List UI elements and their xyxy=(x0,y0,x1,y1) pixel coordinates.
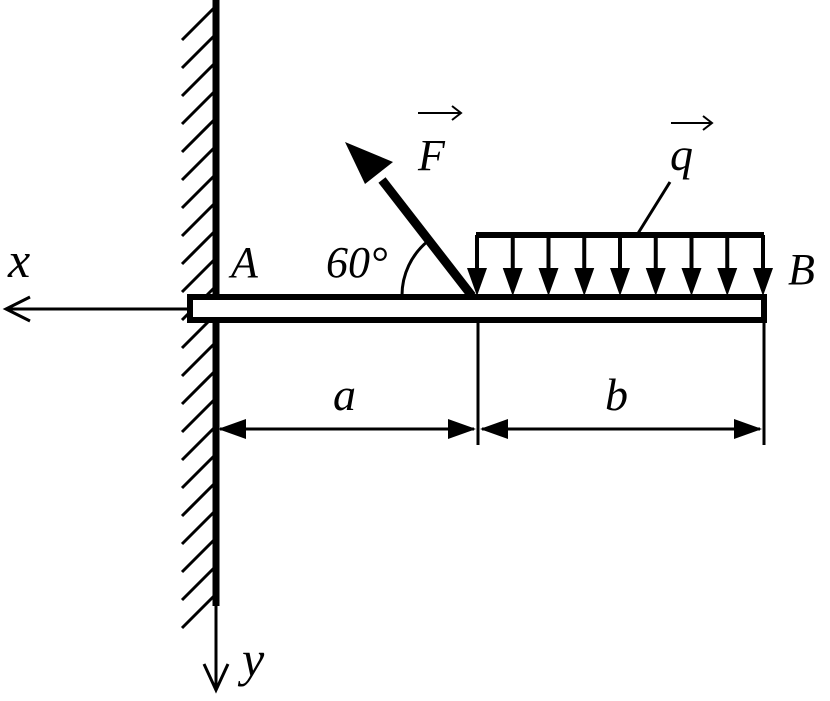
y-axis xyxy=(202,606,230,694)
hatch-line xyxy=(180,62,216,98)
dimension-b xyxy=(480,419,762,439)
load-arrow xyxy=(610,235,630,296)
load-arrow xyxy=(538,235,559,296)
load-arrow xyxy=(502,235,523,296)
hatch-line xyxy=(180,510,216,546)
point-b-label: B xyxy=(788,245,815,294)
dimension-lines xyxy=(218,322,766,445)
load-arrow xyxy=(717,235,738,296)
hatch-line xyxy=(180,538,216,574)
angle-arc xyxy=(400,239,429,297)
y-axis-label: y xyxy=(237,631,265,687)
distributed-load xyxy=(467,232,773,296)
hatch-line xyxy=(180,594,216,630)
force-label: F xyxy=(417,131,446,180)
hatch-line xyxy=(180,258,216,294)
point-a-label: A xyxy=(228,238,259,287)
dimension-b-label: b xyxy=(605,369,628,420)
load-arrow xyxy=(753,235,773,296)
hatch-line xyxy=(180,454,216,490)
dimension-a xyxy=(218,419,476,439)
x-axis-label: x xyxy=(7,232,30,288)
hatch-line xyxy=(180,398,216,434)
force-vector-arrow-accent xyxy=(418,105,463,121)
force-arrowhead xyxy=(345,142,393,184)
load-vector-arrow-accent xyxy=(671,115,714,131)
x-axis xyxy=(2,295,190,323)
load-arrow xyxy=(645,235,666,296)
load-arrows xyxy=(467,235,773,296)
dimension-a-label: a xyxy=(333,369,356,420)
hatch-line xyxy=(180,342,216,378)
load-arrow xyxy=(681,235,702,296)
beam xyxy=(187,294,767,323)
hatch-line xyxy=(180,370,216,406)
hatch-line xyxy=(180,34,216,70)
load-arrow xyxy=(574,235,595,296)
force-vector xyxy=(345,142,476,299)
y-axis-arrowhead xyxy=(202,663,230,694)
x-axis-arrowhead xyxy=(2,295,31,323)
hatch-line xyxy=(180,426,216,462)
hatch-line xyxy=(180,230,216,266)
angle-label: 60° xyxy=(326,238,388,287)
hatch-line xyxy=(180,118,216,154)
load-arrow xyxy=(467,235,487,296)
hatch-line xyxy=(180,174,216,210)
hatch-line xyxy=(180,482,216,518)
load-label: q xyxy=(670,129,693,180)
wall-hatching xyxy=(180,6,216,630)
hatch-line xyxy=(180,566,216,602)
hatch-line xyxy=(180,90,216,126)
load-leader-line xyxy=(635,181,672,236)
hatch-line xyxy=(180,146,216,182)
hatch-line xyxy=(180,202,216,238)
hatch-line xyxy=(180,6,216,42)
